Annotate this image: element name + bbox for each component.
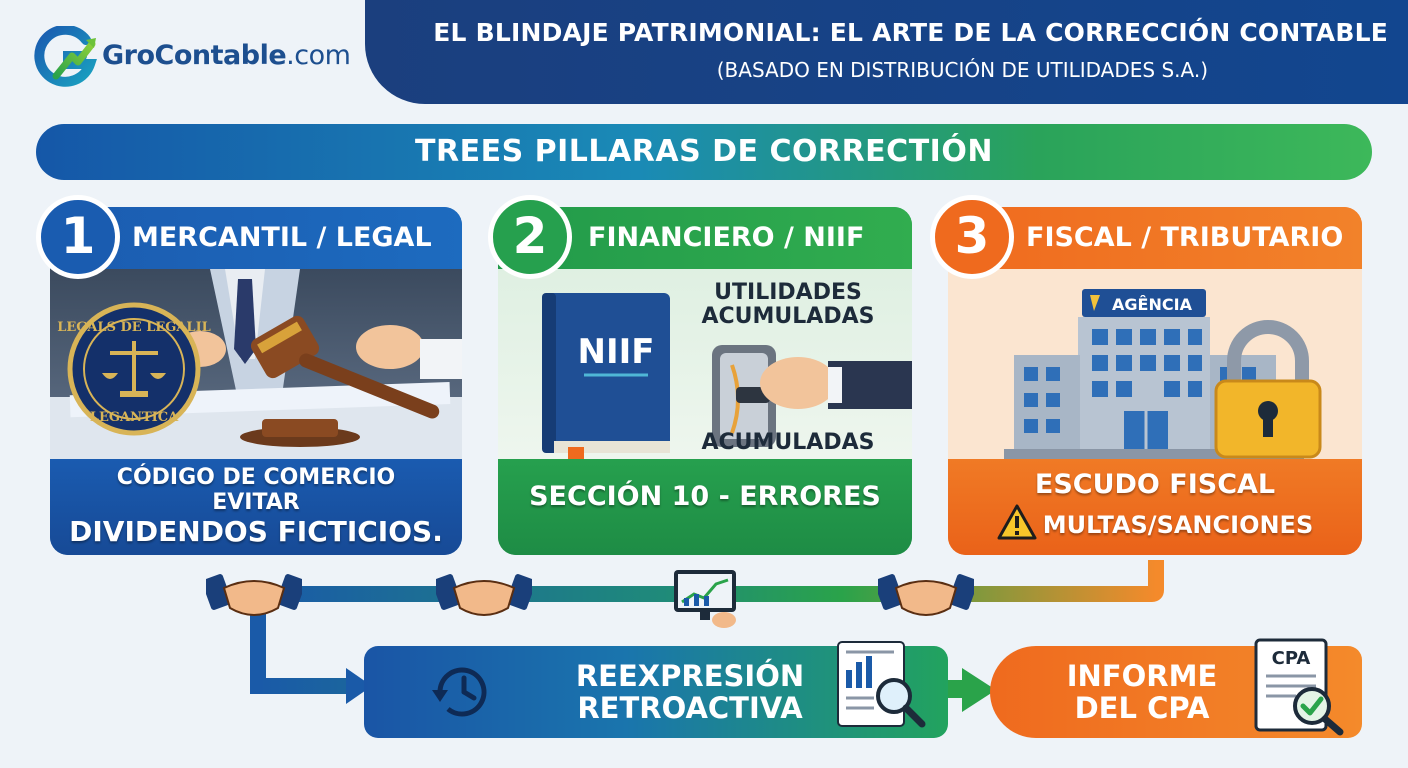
reexpresion-line-2: RETROACTIVA xyxy=(577,691,803,725)
legal-illustration: LEGALS DE LEGALIL LEGANTICA xyxy=(50,269,462,459)
pillar-line-2: EVITAR xyxy=(212,490,300,515)
gavel-scene-icon: LEGALS DE LEGALIL LEGANTICA xyxy=(50,269,462,459)
brand-logo[interactable]: GroContable.com xyxy=(34,26,374,88)
pillar-footer: ESCUDO FISCAL MULTAS/SANCIONES xyxy=(948,459,1362,555)
niif-book-dial-icon: NIIF UTILIDADES ACUMULADAS ACUMULADAS xyxy=(498,269,912,473)
pillar-footer: CÓDIGO DE COMERCIO EVITAR DIVIDENDOS FIC… xyxy=(50,459,462,555)
pillar-line-1: ESCUDO FISCAL xyxy=(1034,469,1276,500)
cpa-doc-label: CPA xyxy=(1272,648,1311,669)
handshake-icon xyxy=(206,574,302,616)
pillar-line-3: DIVIDENDOS FICTICIOS. xyxy=(69,515,443,548)
pillar-line-1: SECCIÓN 10 - ERRORES xyxy=(529,481,881,512)
agency-building-lock-icon: AGÊNCIA xyxy=(948,269,1362,459)
monitor-chart-icon xyxy=(674,570,736,628)
reexpresion-box: REEXPRESIÓN RETROACTIVA xyxy=(364,641,948,738)
brand-domain: .com xyxy=(286,40,351,71)
dial-label-top-1: UTILIDADES xyxy=(714,280,862,305)
page-subtitle: (BASADO EN DISTRIBUCIÓN DE UTILIDADES S.… xyxy=(716,58,1208,82)
history-clock-icon xyxy=(432,667,487,717)
niif-illustration: NIIF UTILIDADES ACUMULADAS ACUMULADAS xyxy=(498,269,912,473)
informe-line-2: DEL CPA xyxy=(1074,691,1210,725)
pillars-banner: TREES PILLARAS DE CORRECTIÓN xyxy=(36,124,1372,180)
pillar-line-2: MULTAS/SANCIONES xyxy=(1042,511,1314,539)
informe-line-1: INFORME xyxy=(1066,659,1218,693)
brand-name-main: GroContable xyxy=(102,40,287,71)
warning-icon xyxy=(997,504,1037,546)
niif-book-label: NIIF xyxy=(578,332,655,372)
page-title: EL BLINDAJE PATRIMONIAL: EL ARTE DE LA C… xyxy=(433,18,1388,47)
pillar-footer: SECCIÓN 10 - ERRORES xyxy=(498,459,912,555)
reexpresion-line-1: REEXPRESIÓN xyxy=(575,659,805,693)
pillar-number-badge: 2 xyxy=(488,195,572,279)
dial-label-bottom: ACUMULADAS xyxy=(702,430,875,455)
seal-bottom-text: LEGANTICA xyxy=(90,410,179,425)
informe-cpa-box: INFORME DEL CPA CPA xyxy=(990,638,1362,738)
pillar-line-1: CÓDIGO DE COMERCIO xyxy=(116,465,396,490)
pillar-title: FISCAL / TRIBUTARIO xyxy=(948,207,1362,269)
dial-label-top-2: ACUMULADAS xyxy=(702,304,875,329)
handshake-icon xyxy=(436,574,532,616)
pillar-card-financiero: FINANCIERO / NIIF NIIF UTILIDADES ACUMUL… xyxy=(498,207,912,555)
pillar-card-fiscal: FISCAL / TRIBUTARIO AGÊNCIA xyxy=(948,207,1362,555)
pillar-number-badge: 1 xyxy=(36,195,120,279)
pillar-title: MERCANTIL / LEGAL xyxy=(50,207,462,269)
reexpresion-label: REEXPRESIÓN RETROACTIVA xyxy=(560,660,820,724)
fiscal-illustration: AGÊNCIA xyxy=(948,269,1362,459)
seal-top-text: LEGALS DE LEGALIL xyxy=(57,320,211,335)
building-sign-text: AGÊNCIA xyxy=(1112,295,1193,314)
brand-name: GroContable.com xyxy=(102,40,351,71)
cpa-document-icon: CPA xyxy=(1254,638,1344,736)
informe-label: INFORME DEL CPA xyxy=(1042,660,1242,724)
pillar-card-mercantil: MERCANTIL / LEGAL xyxy=(50,207,462,555)
pillar-number-badge: 3 xyxy=(930,195,1014,279)
handshake-icon xyxy=(878,574,974,616)
pillar-line-2-wrap: MULTAS/SANCIONES xyxy=(948,504,1362,546)
report-magnifier-icon xyxy=(837,641,926,728)
header-bar: EL BLINDAJE PATRIMONIAL: EL ARTE DE LA C… xyxy=(365,0,1408,104)
grocontable-logo-icon xyxy=(34,26,97,87)
